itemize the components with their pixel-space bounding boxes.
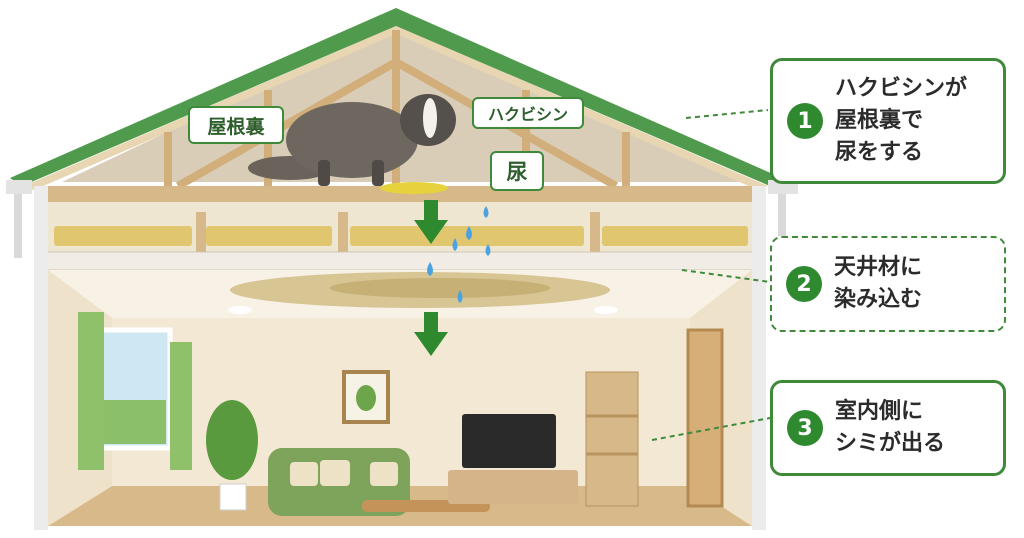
plant-leaves — [206, 400, 258, 480]
joists — [196, 212, 600, 252]
water-drop-icon — [427, 206, 491, 303]
exterior-wall-left — [34, 186, 48, 530]
callout-step-1: 1 ハクビシンが 屋根裏で 尿をする — [770, 58, 1006, 184]
step-text-3: 室内側に シミが出る — [835, 399, 946, 456]
label-urine: 尿 — [490, 151, 544, 191]
callout-step-3: 3 室内側に シミが出る — [770, 380, 1006, 476]
step-number-3: 3 — [787, 410, 823, 446]
curtain-left — [78, 312, 104, 470]
step-number-1: 1 — [787, 103, 823, 139]
downspout-left — [14, 194, 22, 258]
callout-leader-lines — [651, 109, 771, 441]
ceiling-light-left — [228, 306, 252, 314]
step-number-2: 2 — [786, 266, 822, 302]
ceiling-light-right — [594, 306, 618, 314]
wall-picture — [342, 370, 390, 424]
callout-step-2: 2 天井材に 染み込む — [770, 236, 1006, 332]
attic-floor-beam — [44, 186, 756, 202]
insulation-batts — [54, 226, 748, 246]
civet-face-stripe — [423, 98, 437, 138]
wall-picture-plant — [356, 385, 376, 411]
civet-leg-back — [318, 160, 330, 186]
civet-body — [286, 102, 418, 178]
step-text-1: ハクビシンが 屋根裏で 尿をする — [835, 76, 968, 165]
down-arrow-icon — [414, 200, 448, 244]
bookshelf — [585, 371, 639, 507]
tv — [462, 414, 556, 468]
urine-puddle — [380, 182, 448, 194]
civet-illustration — [248, 94, 456, 186]
tv-cabinet — [448, 470, 578, 504]
bookshelf-shelves — [586, 414, 638, 456]
exterior-wall-right — [752, 186, 766, 530]
door — [686, 328, 724, 508]
plant-pot — [219, 483, 247, 511]
window-greenery — [104, 400, 166, 444]
civet-leg-front — [372, 160, 384, 186]
sofa-cushions — [290, 460, 398, 486]
gutter-left — [6, 180, 32, 194]
down-arrow-icon-lower — [414, 312, 448, 356]
label-civet: ハクビシン — [472, 97, 584, 129]
step-text-2: 天井材に 染み込む — [834, 255, 923, 312]
ceiling-board — [43, 251, 757, 271]
ceiling-stain-core — [330, 278, 550, 298]
curtain-right — [170, 342, 192, 470]
label-attic: 屋根裏 — [188, 106, 284, 144]
downspout-right — [778, 194, 786, 250]
